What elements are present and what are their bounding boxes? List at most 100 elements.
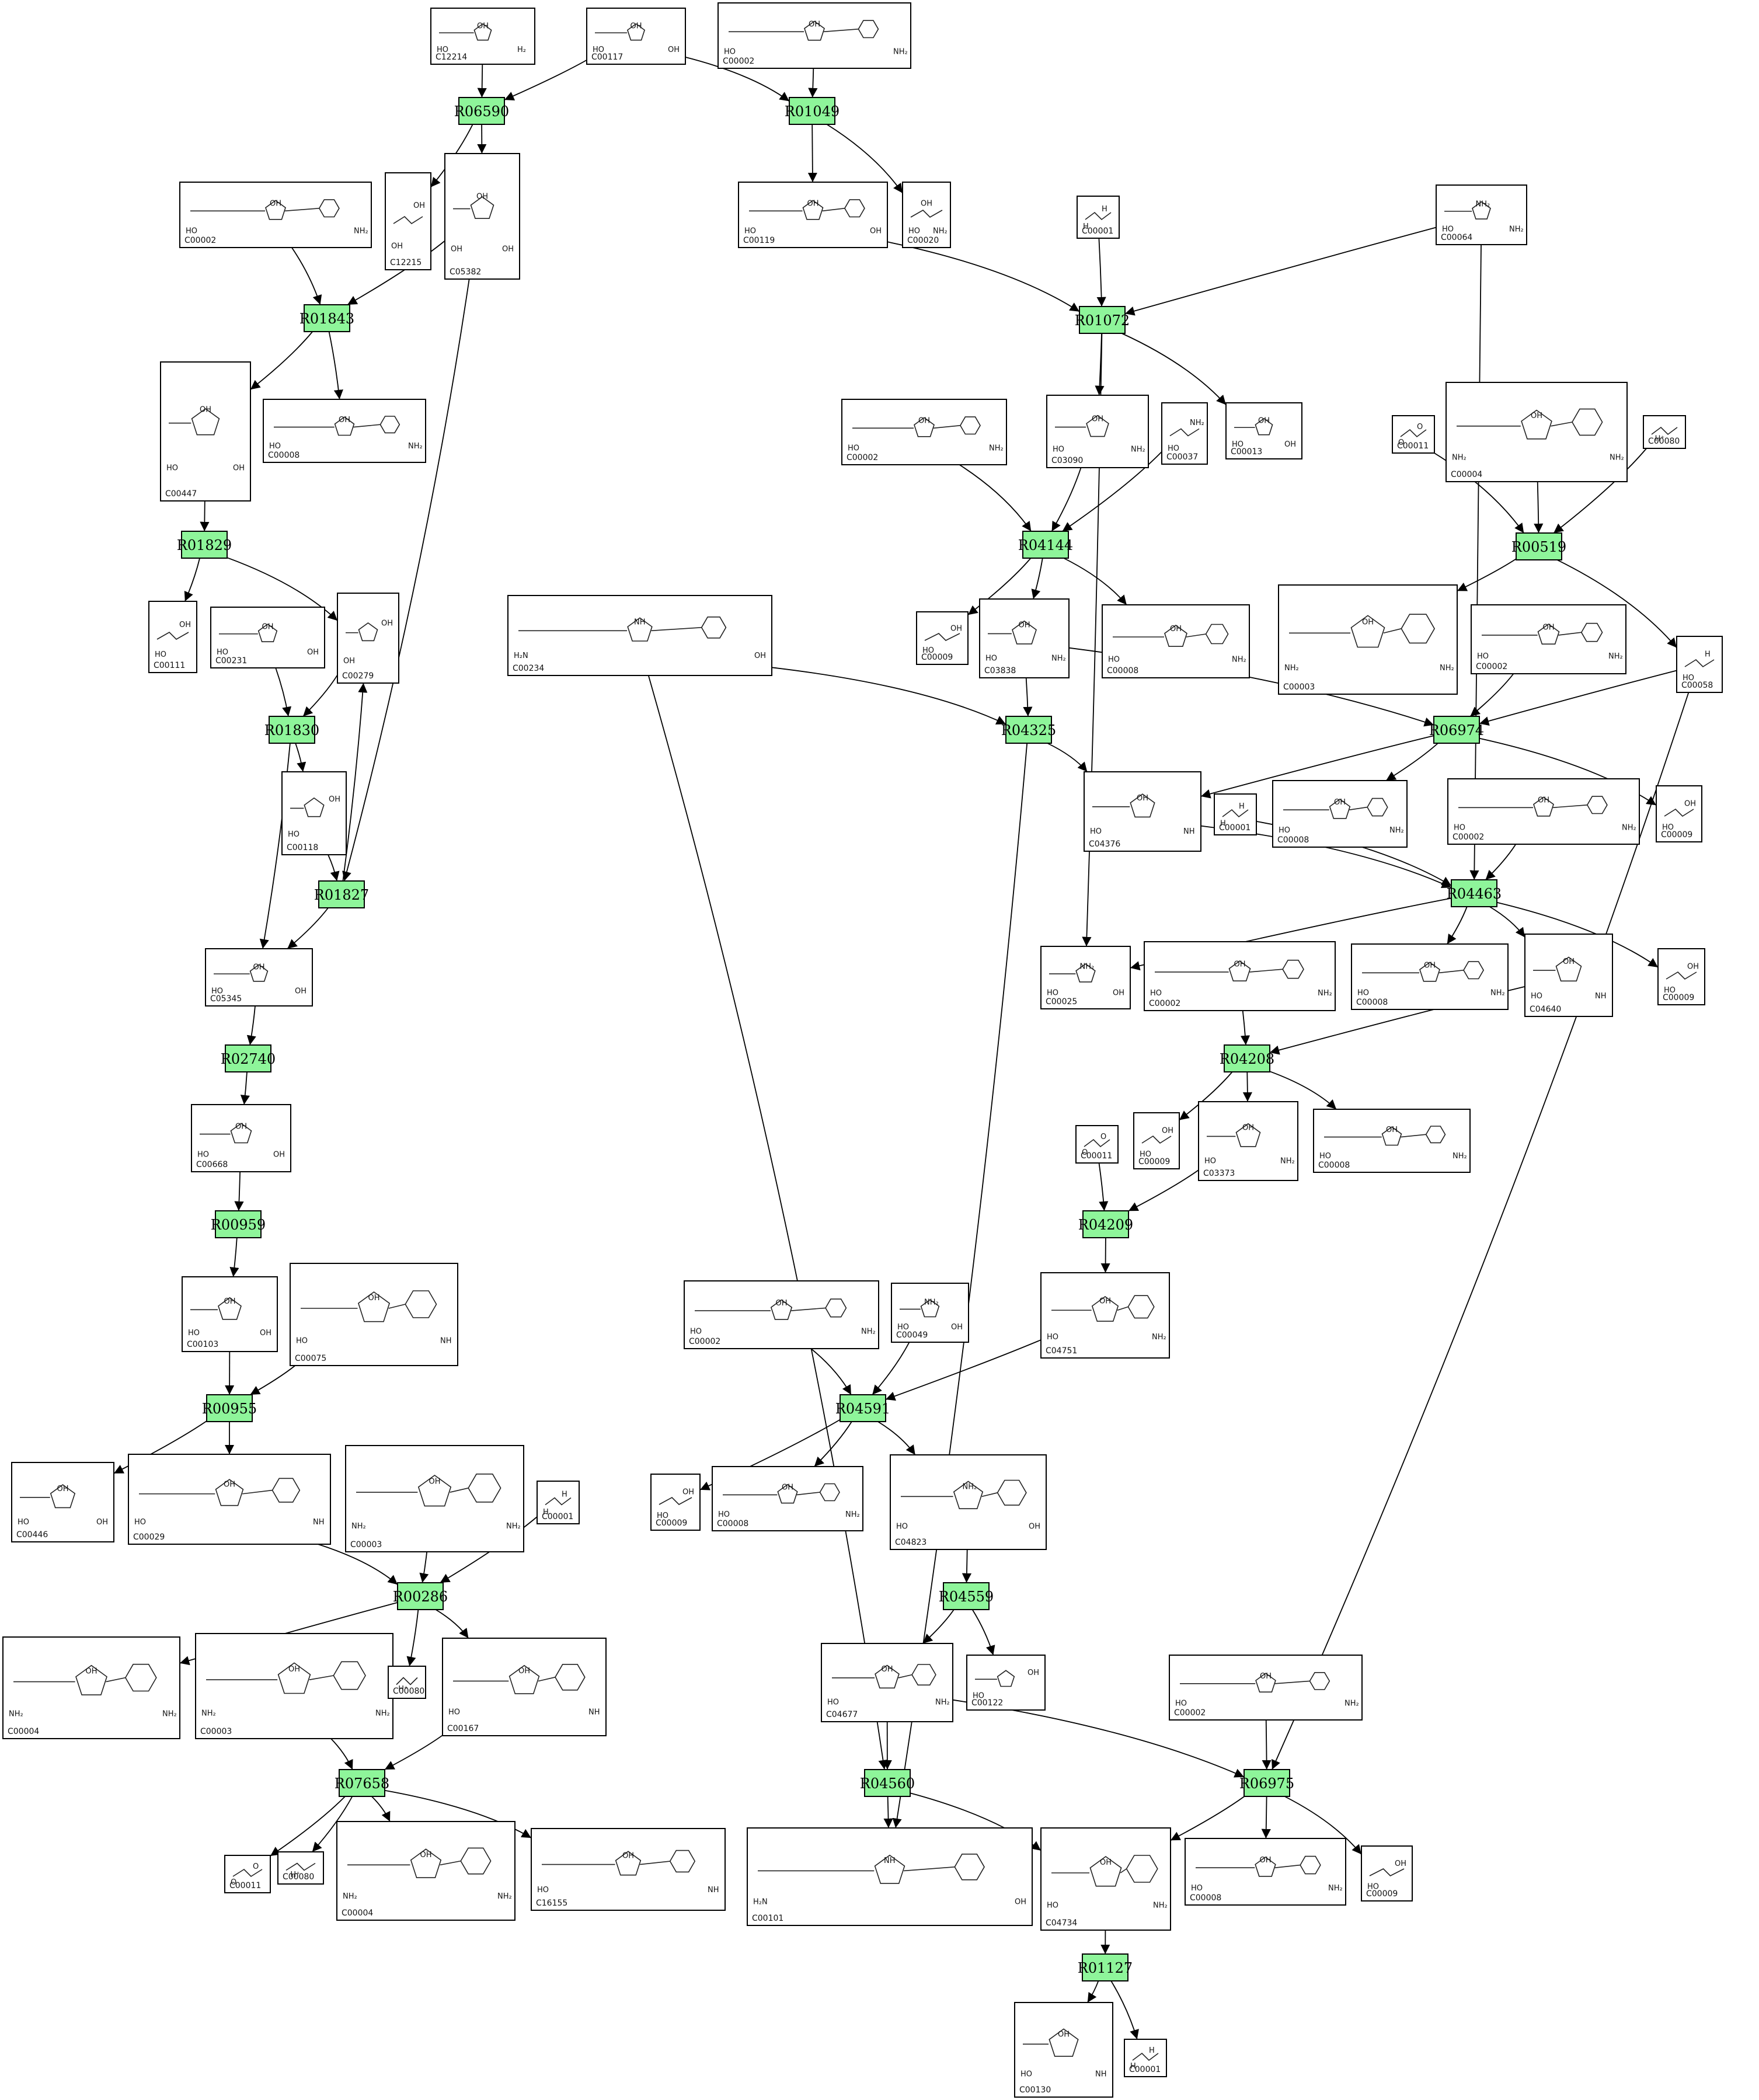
compound-node[interactable]: H⁺C00080 [388, 1666, 426, 1699]
reaction-node[interactable]: R04559 [939, 1582, 994, 1610]
reaction-node[interactable]: R04463 [1447, 879, 1502, 907]
reaction-node[interactable]: R01829 [177, 531, 232, 559]
reaction-node[interactable]: R00959 [211, 1210, 266, 1238]
reaction-node[interactable]: R06974 [1429, 716, 1484, 744]
reaction-node[interactable]: R04591 [835, 1394, 890, 1422]
reaction-node[interactable]: R01072 [1075, 306, 1130, 334]
reaction-node[interactable]: R00286 [393, 1582, 448, 1610]
reaction-node[interactable]: R07658 [335, 1769, 389, 1797]
reaction-node[interactable]: R06590 [454, 97, 509, 125]
reaction-node[interactable]: R04208 [1220, 1044, 1274, 1072]
reaction-node[interactable]: R00955 [202, 1394, 257, 1422]
reaction-node[interactable]: R06975 [1239, 1769, 1294, 1797]
reaction-node[interactable]: R04144 [1018, 531, 1073, 559]
reaction-node[interactable]: R01830 [264, 716, 319, 744]
reaction-node[interactable]: R04325 [1001, 716, 1056, 744]
reaction-node[interactable]: R01049 [785, 97, 840, 125]
compound-node[interactable]: H⁺C00080 [1643, 415, 1686, 449]
reaction-node[interactable]: R04560 [860, 1769, 915, 1797]
reaction-edge [270, 1796, 346, 1857]
reaction-node[interactable]: R00519 [1511, 532, 1566, 560]
reaction-node[interactable]: R01843 [299, 304, 354, 332]
reaction-node[interactable]: R02740 [221, 1044, 276, 1072]
reaction-node[interactable]: R04209 [1078, 1210, 1133, 1238]
reaction-node[interactable]: R01127 [1078, 1953, 1133, 1981]
reaction-node[interactable]: R01827 [314, 880, 369, 908]
compound-node[interactable]: H⁺C00080 [277, 1851, 324, 1885]
